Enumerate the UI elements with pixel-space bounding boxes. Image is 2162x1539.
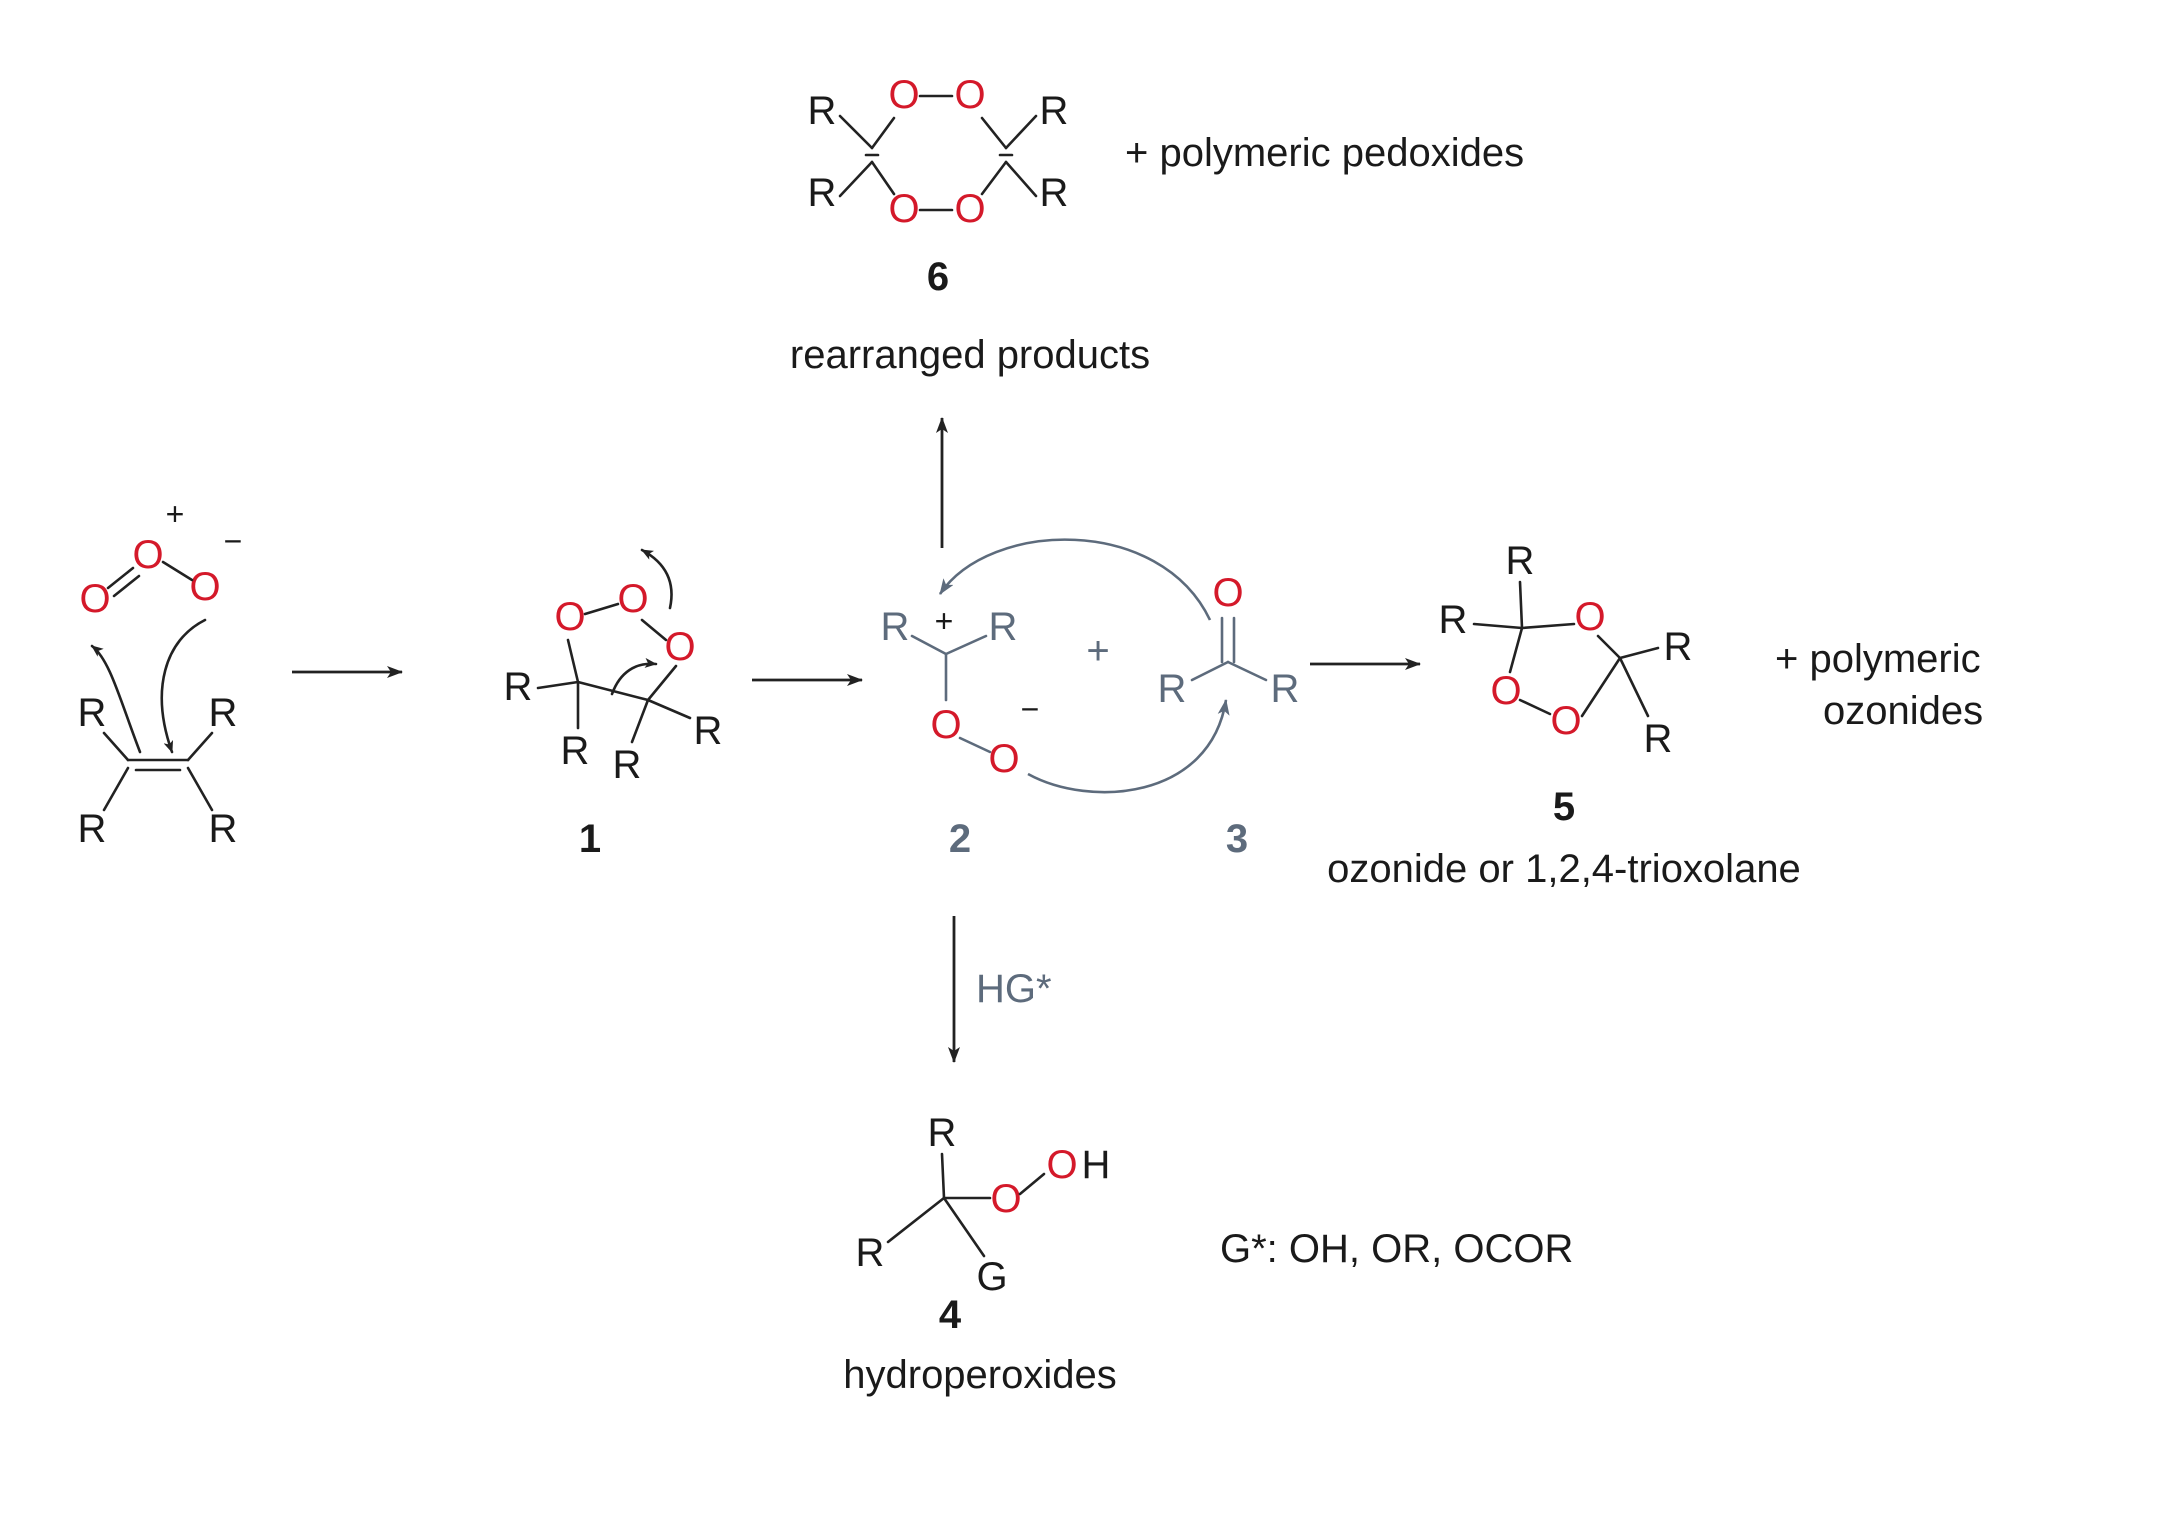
ozone-minus-charge: −: [224, 523, 243, 559]
ozonide5-r4: R: [1644, 717, 1673, 761]
ozone-molecule: O O O + −: [79, 496, 242, 621]
tetroxane-r4: R: [1040, 171, 1069, 215]
ozonide5-r3: R: [1664, 625, 1693, 669]
label-compound-4: 4: [939, 1293, 962, 1337]
carbonyl-oxide-o1: O: [930, 703, 961, 747]
tetroxane-o4: O: [954, 187, 985, 231]
label-compound-5: 5: [1553, 785, 1575, 829]
primary-ozonide: O O O R R R R 1: [504, 548, 723, 861]
polymeric-pedoxides: + polymeric pedoxides: [1125, 131, 1524, 175]
ozonide1-r4: R: [694, 709, 723, 753]
ozonide5-o2: O: [1490, 669, 1521, 713]
curved-arrow-upper: [938, 538, 1212, 621]
label-compound-1: 1: [579, 817, 601, 861]
hydroperoxides-name: hydroperoxides: [843, 1353, 1117, 1397]
tetroxane-o1: O: [888, 73, 919, 117]
ozone-o2: O: [132, 533, 163, 577]
ozonide5-r1: R: [1506, 539, 1535, 583]
hydroperoxide-r2: R: [856, 1231, 885, 1275]
hydroperoxide-r1: R: [928, 1111, 957, 1155]
ozonide1-o3: O: [664, 625, 695, 669]
hydroperoxide-o1: O: [990, 1177, 1021, 1221]
ozone-o3: O: [189, 565, 220, 609]
rearranged-products: rearranged products: [790, 333, 1150, 377]
tetroxane-o2: O: [954, 73, 985, 117]
tetroxane-r2: R: [808, 171, 837, 215]
ozone-plus-charge: +: [166, 496, 185, 532]
ozonide5-r2: R: [1439, 598, 1468, 642]
polymeric-ozonides-line1: + polymeric: [1775, 637, 1981, 681]
carbonyl-oxide-r2: R: [989, 605, 1018, 649]
carbonyl-r1: R: [1158, 667, 1187, 711]
carbonyl-oxide-plus-charge: +: [935, 603, 954, 639]
carbonyl-o: O: [1212, 571, 1243, 615]
carbonyl-oxide-r1: R: [881, 605, 910, 649]
curved-arrow-lower: [1027, 699, 1230, 794]
reagent-hg: HG*: [976, 967, 1052, 1011]
ozonide5-o3: O: [1550, 699, 1581, 743]
g-definition: G*: OH, OR, OCOR: [1220, 1227, 1573, 1271]
ozone-o1: O: [79, 577, 110, 621]
label-compound-6: 6: [927, 255, 949, 299]
hydroperoxide-product: R R G O O H 4 hydroperoxides: [843, 1111, 1117, 1397]
alkene-r3: R: [78, 807, 107, 851]
plus-sign: +: [1086, 629, 1109, 673]
polymeric-ozonides-line2: ozonides: [1823, 689, 1983, 733]
alkene-r1: R: [78, 691, 107, 735]
ozonide1-r2: R: [561, 729, 590, 773]
hydroperoxide-h: H: [1082, 1143, 1111, 1187]
alkene-r2: R: [209, 691, 238, 735]
label-compound-3: 3: [1226, 817, 1248, 861]
carbonyl-oxide-minus-charge: −: [1021, 691, 1040, 727]
ozonide1-r1: R: [504, 665, 533, 709]
ozonide1-o1: O: [554, 595, 585, 639]
alkene-molecule: R R R R: [78, 618, 238, 851]
carbonyl-oxide-o2: O: [988, 737, 1019, 781]
hydroperoxide-g: G: [976, 1255, 1007, 1299]
ozonide-name: ozonide or 1,2,4-trioxolane: [1327, 847, 1801, 891]
alkene-r4: R: [209, 807, 238, 851]
carbonyl-compound: O R R 3: [1158, 571, 1300, 861]
ozonide5-o1: O: [1574, 595, 1605, 639]
label-compound-2: 2: [949, 817, 971, 861]
tetroxane-product: R R O O O O R R 6: [808, 73, 1069, 299]
tetroxane-r3: R: [1040, 89, 1069, 133]
carbonyl-r2: R: [1271, 667, 1300, 711]
ozonide1-o2: O: [617, 577, 648, 621]
tetroxane-r1: R: [808, 89, 837, 133]
hydroperoxide-o2: O: [1046, 1143, 1077, 1187]
carbonyl-oxide: R R + O O − 2: [881, 603, 1040, 861]
ozonide1-r3: R: [613, 743, 642, 787]
ozonide-product: R R O O O R R 5 ozonide or 1,2,4-trioxol…: [1327, 539, 1801, 891]
